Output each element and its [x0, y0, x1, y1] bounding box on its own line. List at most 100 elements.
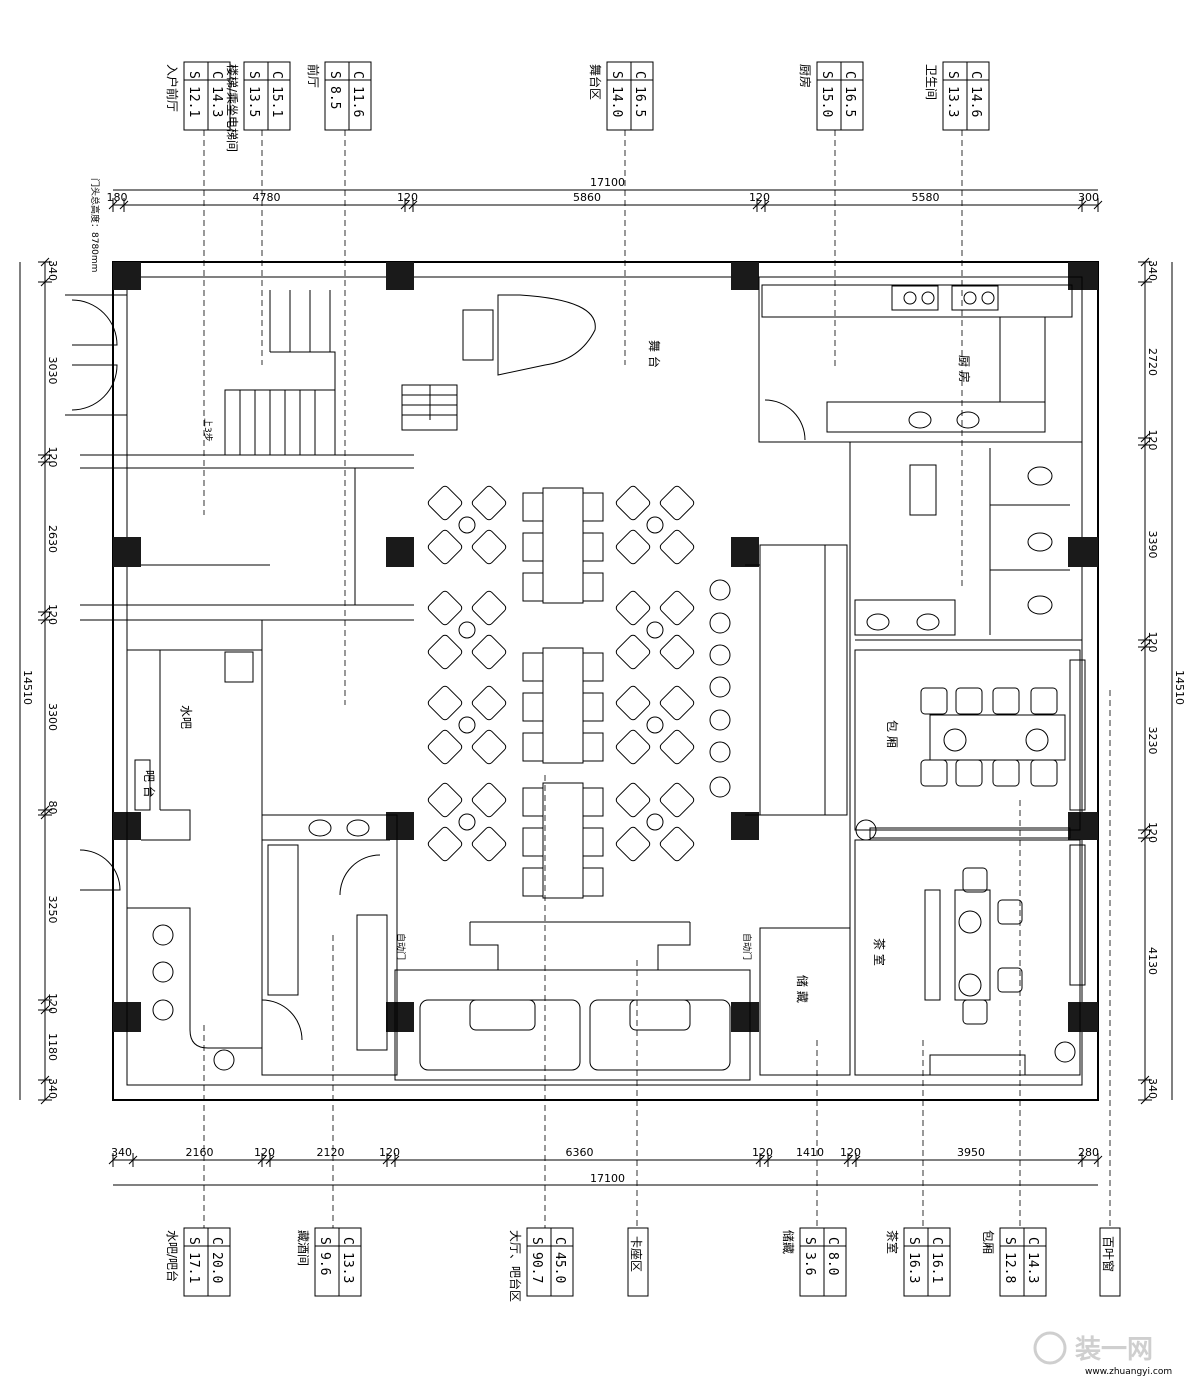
dim-label: 120	[379, 1146, 400, 1159]
watermark-text: 装一网	[1075, 1335, 1153, 1365]
dim-label: 80	[46, 801, 59, 815]
plant-icon	[943, 728, 967, 752]
tag-s-label: S	[906, 1237, 921, 1245]
tag-c-value: 15.1	[269, 86, 284, 117]
tag-c-label: C	[340, 1237, 355, 1245]
label-water-bar: 水吧	[179, 705, 193, 729]
tag-s-label: S	[609, 71, 624, 79]
dim-label: 120	[46, 447, 59, 468]
plant-icon	[958, 973, 982, 997]
tag-s-value: 14.0	[609, 86, 624, 117]
dim-label: 4780	[253, 191, 281, 204]
dim-label: 2120	[317, 1146, 345, 1159]
dim-total-top: 17100	[590, 176, 625, 189]
sink-icon	[866, 613, 890, 631]
table-4-seat	[615, 685, 695, 765]
dim-label: 280	[1078, 1146, 1099, 1159]
tag-c-label: C	[269, 71, 284, 79]
sink-icon	[916, 613, 940, 631]
dim-label: 340	[1146, 1078, 1159, 1099]
tag-c-value: 14.6	[968, 86, 983, 117]
tag-c-label: C	[968, 71, 983, 79]
tag-s-value: 13.5	[246, 86, 261, 117]
bar-stool-icon	[152, 999, 174, 1021]
chair-icon	[955, 759, 983, 787]
tag-room-name: 储藏	[781, 1230, 796, 1254]
leader-lines	[203, 130, 1111, 1228]
stair-treads	[239, 290, 336, 455]
tag-s-label: S	[1002, 1237, 1017, 1245]
stove-icon	[891, 285, 939, 311]
dim-label: 6360	[566, 1146, 594, 1159]
dim-label: 120	[1146, 822, 1159, 843]
tag-c-value: 16.5	[632, 86, 647, 117]
dim-label: 120	[254, 1146, 275, 1159]
plant-icon	[958, 910, 982, 934]
chair-icon	[920, 687, 948, 715]
toilet-icon	[1027, 532, 1053, 552]
stove-icon	[951, 285, 999, 311]
tag-s-label: S	[802, 1237, 817, 1245]
dim-label: 120	[1146, 430, 1159, 451]
outer-walls	[112, 261, 1099, 1101]
sink-icon	[346, 819, 370, 837]
chair-icon	[955, 687, 983, 715]
label-steps: 上3步	[202, 418, 213, 442]
tag-c-value: 14.3	[1025, 1252, 1040, 1283]
tag-c-value: 45.0	[552, 1252, 567, 1283]
dim-label: 3030	[46, 357, 59, 385]
tag-room-name: 卫生间	[924, 64, 938, 100]
tag-c-value: 14.3	[209, 86, 224, 117]
tag-c-value: 8.0	[825, 1252, 840, 1275]
tag-room-name: 百叶窗	[1101, 1236, 1115, 1272]
tag-c-value: 16.1	[929, 1252, 944, 1283]
table-4-seat	[427, 590, 507, 670]
bar-stool-icon	[709, 709, 731, 731]
dim-label: 5580	[912, 191, 940, 204]
dim-label: 3230	[1146, 727, 1159, 755]
tag-s-label: S	[317, 1237, 332, 1245]
floor-drain-icon	[213, 1049, 235, 1071]
chair-icon	[1030, 687, 1058, 715]
tag-room-name: 舞台区	[588, 64, 603, 100]
chair-icon	[920, 759, 948, 787]
dim-label: 1410	[796, 1146, 824, 1159]
tag-c-label: C	[632, 71, 647, 79]
label-auto-door-1: 自动门	[395, 933, 407, 960]
tag-s-label: S	[246, 71, 261, 79]
tag-c-value: 11.6	[350, 86, 365, 117]
tag-s-label: S	[529, 1237, 544, 1245]
tag-room-name: 茶室	[885, 1230, 900, 1254]
chair-icon	[992, 687, 1020, 715]
dim-label: 120	[46, 993, 59, 1014]
tag-room-name: 水吧/吧台	[165, 1230, 180, 1282]
label-bar: 吧 台	[142, 770, 157, 798]
tag-c-value: 16.5	[842, 86, 857, 117]
area-tag: 百叶窗	[1099, 1227, 1121, 1297]
dim-label: 340	[1146, 260, 1159, 281]
dim-label: 2160	[186, 1146, 214, 1159]
label-tea-room: 茶 室	[872, 938, 887, 966]
dining-tables	[152, 285, 1076, 1071]
dim-label: 180	[107, 191, 128, 204]
table-4-seat	[615, 485, 695, 565]
dim-label: 2630	[46, 525, 59, 553]
tag-s-label: S	[819, 71, 834, 79]
tag-room-name: 入户前厅	[165, 64, 180, 112]
dim-label: 300	[1078, 191, 1099, 204]
tag-c-label: C	[209, 1237, 224, 1245]
chair-icon	[962, 867, 988, 893]
tag-room-name: 前厅	[306, 64, 321, 88]
tag-s-value: 15.0	[819, 86, 834, 117]
tag-room-name: 厨房	[798, 64, 813, 88]
tag-c-label: C	[350, 71, 365, 79]
table-long	[522, 487, 604, 604]
